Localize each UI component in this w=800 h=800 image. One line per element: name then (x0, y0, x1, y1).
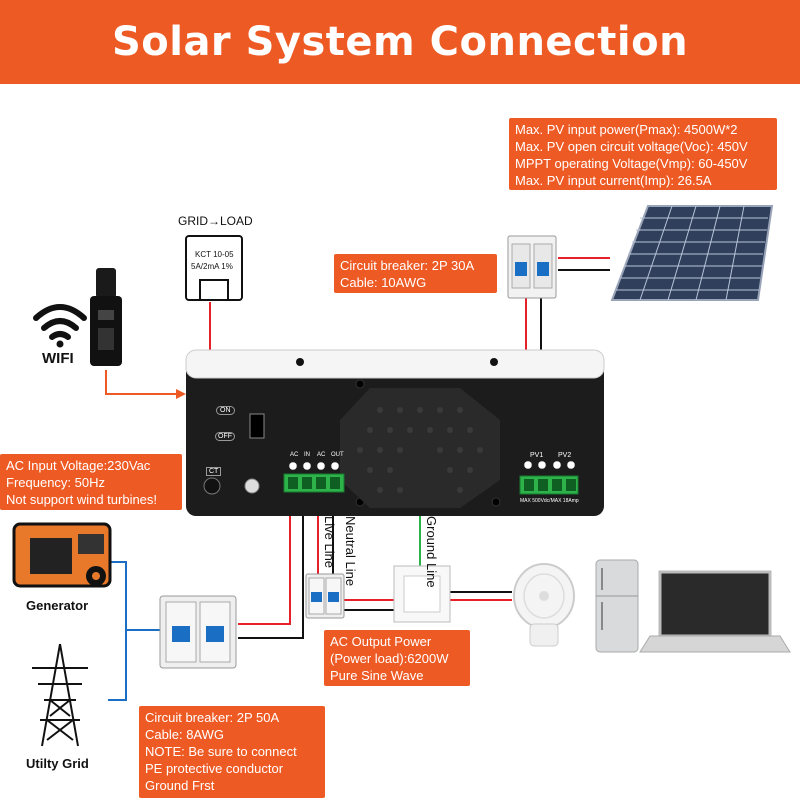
pv-breaker-line: Circuit breaker: 2P 30A (340, 258, 475, 273)
pv-breaker-icon (507, 235, 557, 299)
pv2-label: PV2 (558, 452, 572, 459)
socket-icon (393, 565, 451, 623)
grid-breaker-line: Cable: 8AWG (145, 727, 224, 742)
page-title: Solar System Connection (111, 19, 689, 65)
grid-breaker-line: Circuit breaker: 2P 50A (145, 710, 280, 725)
ct-port-label: CT (206, 467, 222, 476)
ac-in-live-wire (238, 492, 291, 625)
ac-in-label: AC IN (290, 452, 311, 458)
grid-breaker-icon (159, 595, 237, 669)
pv-spec-line: MPPT operating Voltage(Vmp): 60-450V (515, 156, 748, 171)
ac-output-line: (Power load):6200W (330, 651, 449, 666)
grid-breaker-box: Circuit breaker: 2P 50A Cable: 8AWG NOTE… (139, 706, 325, 798)
grid-breaker-line: Ground Frst (145, 778, 215, 793)
pv-spec-line: Max. PV input power(Pmax): 4500W*2 (515, 122, 738, 137)
utility-grid-label: Utilty Grid (26, 756, 89, 771)
ac-input-line: Not support wind turbines! (6, 492, 158, 507)
ct-header: GRID→LOAD (178, 214, 253, 228)
generator-label: Generator (26, 598, 89, 613)
live-line-label: Live Line (322, 516, 337, 569)
ct-model: KCT 10-05 (195, 250, 234, 259)
on-label: ON (216, 406, 235, 415)
inverter-body (185, 349, 605, 516)
ac-output-box: AC Output Power (Power load):6200W Pure … (324, 630, 470, 686)
ac-input-line: AC Input Voltage:230Vac (6, 458, 151, 473)
pv1-label: PV1 (530, 452, 544, 459)
wifi-dongle-icon (90, 268, 122, 366)
ac-input-box: AC Input Voltage:230Vac Frequency: 50Hz … (0, 454, 182, 510)
pv-spec-line: Max. PV open circuit voltage(Voc): 450V (515, 139, 748, 154)
neutral-line-label: Neutral Line (343, 516, 358, 587)
grid-breaker-line: PE protective conductor (145, 761, 284, 776)
pv-spec-box: Max. PV input power(Pmax): 4500W*2 Max. … (509, 118, 777, 190)
power-switch (249, 413, 265, 439)
pv-rating-label: MAX 500Vdc/MAX 18Amp (520, 498, 579, 504)
pv-terminal-block (519, 475, 579, 495)
ground-terminal (244, 478, 260, 494)
pv-spec-line: Max. PV input current(Imp): 26.5A (515, 173, 712, 188)
generator-icon (12, 522, 112, 588)
utility-pylon-icon (32, 643, 88, 747)
solar-panel-icon (610, 205, 774, 301)
ac-in-neutral-wire (238, 492, 304, 639)
wifi-icon (33, 304, 87, 348)
pv-breaker-box: Circuit breaker: 2P 30A Cable: 10AWG (334, 254, 497, 293)
wifi-wire (105, 370, 176, 395)
off-label: OFF (215, 432, 235, 441)
fridge-icon (595, 559, 639, 653)
inverter-vent (340, 388, 500, 508)
ac-input-line: Frequency: 50Hz (6, 475, 105, 490)
wifi-arrow (176, 389, 186, 399)
ct-clamp-icon (185, 235, 243, 301)
title-banner: Solar System Connection (0, 0, 800, 84)
fan-icon (513, 563, 575, 647)
ct-rating: 5A/2mA 1% (191, 262, 233, 271)
pv-breaker-line: Cable: 10AWG (340, 275, 427, 290)
grid-breaker-line: NOTE: Be sure to connect (145, 744, 297, 759)
ac-out-label: AC OUT (317, 452, 344, 458)
load-breaker-icon (305, 573, 345, 619)
ground-line-label: Ground Line (424, 516, 439, 588)
ac-output-line: Pure Sine Wave (330, 668, 424, 683)
ac-terminal-block (283, 473, 345, 493)
laptop-icon (639, 570, 791, 653)
ac-output-line: AC Output Power (330, 634, 432, 649)
wifi-label: WIFI (42, 350, 74, 367)
